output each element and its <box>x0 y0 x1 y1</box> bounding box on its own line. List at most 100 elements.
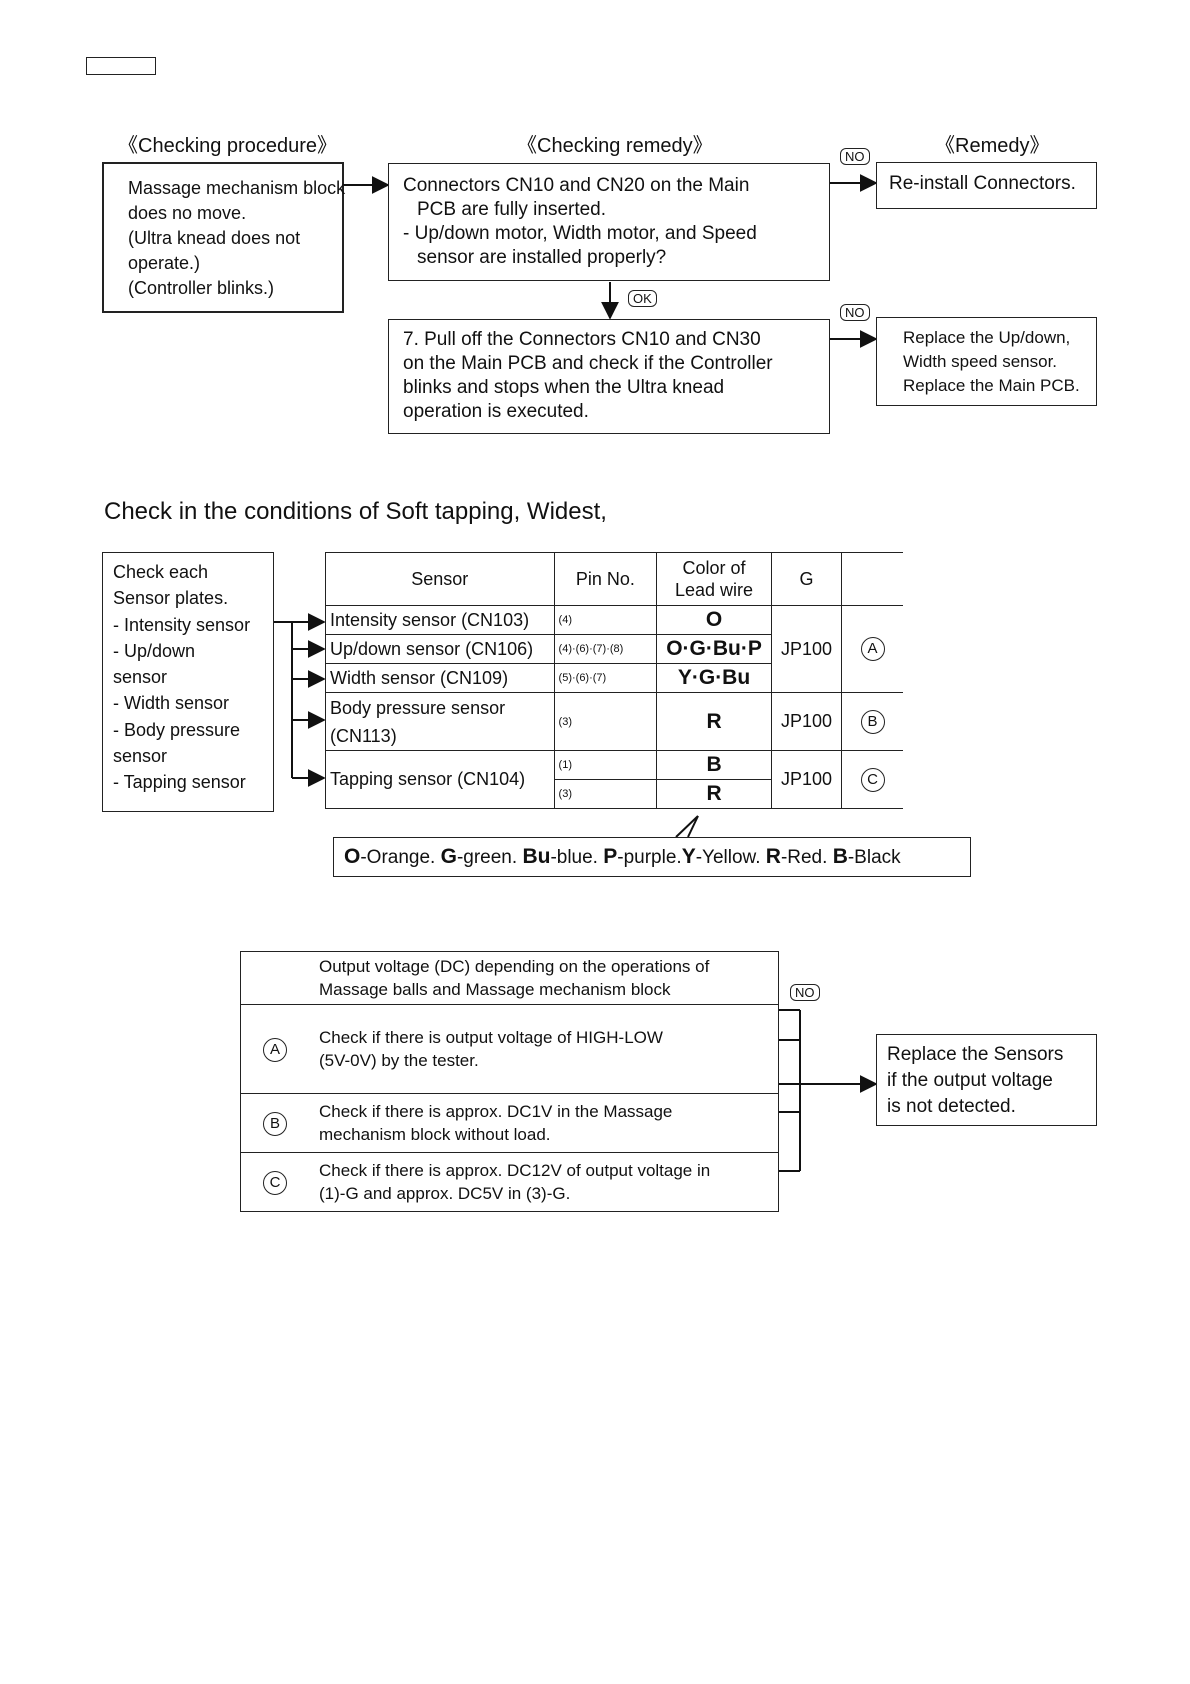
procedure-box: Massage mechanism block does no move. (U… <box>102 162 346 313</box>
row-text-line: (1)-G and approx. DC5V in (3)-G. <box>319 1184 571 1203</box>
header-remedy: 《Remedy》 <box>935 135 1050 157</box>
row-text: Check if there is approx. DC12V of outpu… <box>309 1152 779 1212</box>
group-mark: A <box>841 605 903 693</box>
row-text-line: Check if there is approx. DC1V in the Ma… <box>319 1102 673 1121</box>
pin-no: (5)·(6)·(7) <box>553 663 658 693</box>
output-voltage-table: Output voltage (DC) depending on the ope… <box>240 951 779 1212</box>
sensor-check-line: - Body pressure <box>113 719 241 740</box>
remedy2-line: Width speed sensor. <box>903 352 1058 371</box>
row-text-line: (5V-0V) by the tester. <box>319 1051 479 1070</box>
table-row: A Check if there is output voltage of HI… <box>240 1004 779 1094</box>
row-mark-c: C <box>263 1170 287 1195</box>
check1-line: sensor are installed properly? <box>417 247 667 268</box>
legend-key: G <box>440 845 457 868</box>
check1-line: - Up/down motor, Width motor, and Speed <box>403 223 757 244</box>
legend-value: -blue. <box>550 847 604 868</box>
sensor-name: Up/down sensor (CN106) <box>325 634 555 664</box>
row-text: Check if there is output voltage of HIGH… <box>309 1004 779 1094</box>
remedy2-line: Replace the Up/down, <box>903 328 1071 347</box>
table-row: Up/down sensor (CN106) (4)·(6)·(7)·(8) O… <box>325 634 904 664</box>
final-remedy-line: is not detected. <box>887 1096 1016 1117</box>
sensor-check-box: Check each Sensor plates. - Intensity se… <box>102 552 274 812</box>
remedy2-line: Replace the Main PCB. <box>903 376 1080 395</box>
check-remedy-box-2: 7. Pull off the Connectors CN10 and CN30… <box>388 319 830 434</box>
procedure-line: Massage mechanism block <box>128 178 346 198</box>
procedure-line: (Controller blinks.) <box>128 278 275 298</box>
check2-line: on the Main PCB and check if the Control… <box>403 353 773 374</box>
output-header-line: Massage balls and Massage mechanism bloc… <box>319 980 671 999</box>
sensor-name: Intensity sensor (CN103) <box>325 605 555 635</box>
group-mark-c: C <box>860 767 885 792</box>
lead-color: R <box>656 779 772 809</box>
legend-key: Y <box>681 845 696 868</box>
sensor-table-header: Sensor Pin No. Color of Lead wire G <box>325 552 903 606</box>
check1-line: Connectors CN10 and CN20 on the Main <box>403 175 750 196</box>
sensor-name: Width sensor (CN109) <box>325 663 555 693</box>
legend-key: O <box>344 845 361 868</box>
group-mark: B <box>841 692 903 751</box>
procedure-line: does no move. <box>128 203 247 223</box>
sensor-name: Body pressure sensor (CN113) <box>325 692 555 751</box>
pin-no: (3) <box>553 779 658 809</box>
sensor-name-line: (CN113) <box>330 725 397 746</box>
sensor-check-line: Check each <box>113 562 209 582</box>
sensor-check-line: - Width sensor <box>113 693 230 714</box>
row-mark-a: A <box>263 1037 287 1062</box>
header-mark <box>841 552 903 606</box>
legend-value: -purple. <box>617 847 682 868</box>
table-row: Body pressure sensor (CN113) (3) R JP100… <box>325 692 903 751</box>
check2-line: blinks and stops when the Ultra knead <box>403 377 725 398</box>
no-label: NO <box>840 304 870 321</box>
sensor-check-line: Sensor plates. <box>113 588 229 609</box>
row-text-line: Check if there is approx. DC12V of outpu… <box>319 1161 711 1180</box>
pin-no: (4) <box>553 605 658 635</box>
table-row: (3) R <box>326 779 904 809</box>
row-text-line: Check if there is output voltage of HIGH… <box>319 1028 663 1047</box>
group-mark-a: A <box>860 637 885 661</box>
table-row: B Check if there is approx. DC1V in the … <box>240 1093 779 1153</box>
output-header-row: Output voltage (DC) depending on the ope… <box>240 951 779 1005</box>
pin-no: (1) <box>553 750 658 780</box>
row-mark-b: B <box>263 1111 287 1136</box>
check2-line: 7. Pull off the Connectors CN10 and CN30 <box>403 329 761 350</box>
final-remedy-box: Replace the Sensors if the output voltag… <box>876 1034 1097 1126</box>
legend-key: B <box>832 845 848 868</box>
legend-value: -green. <box>456 847 523 868</box>
table-row: C Check if there is approx. DC12V of out… <box>240 1152 779 1212</box>
no-label: NO <box>790 984 820 1001</box>
lead-color: O·G·Bu·P <box>656 634 772 664</box>
lead-color: B <box>656 750 772 780</box>
output-header-mark <box>240 951 309 1005</box>
sensor-check-line: - Intensity sensor <box>113 614 251 635</box>
header-sensor: Sensor <box>325 552 555 606</box>
row-text-line: mechanism block without load. <box>319 1125 551 1144</box>
g-value: JP100 <box>770 605 843 693</box>
table-row: Tapping sensor (CN104) (1) B JP100 C <box>325 750 903 809</box>
legend-key: Bu <box>522 845 551 868</box>
color-legend: O-Orange. G-green. Bu-blue. P-purple.Y-Y… <box>333 837 971 877</box>
row-text: Check if there is approx. DC1V in the Ma… <box>309 1093 779 1153</box>
header-checking-procedure: 《Checking procedure》 <box>118 135 337 157</box>
header-checking-remedy: 《Checking remedy》 <box>517 135 713 157</box>
sensor-table: Sensor Pin No. Color of Lead wire G Inte… <box>325 552 903 809</box>
sensor-name: Tapping sensor (CN104) <box>325 750 555 809</box>
legend-value: -Yellow. <box>695 847 766 868</box>
lead-color: O <box>656 605 772 635</box>
row-mark: C <box>240 1152 309 1212</box>
conditions-title: Check in the conditions of Soft tapping,… <box>104 498 607 525</box>
header-pin: Pin No. <box>553 552 658 606</box>
group-mark: C <box>841 750 903 809</box>
header-color: Color of Lead wire <box>656 552 772 606</box>
check-remedy-box-1: Connectors CN10 and CN20 on the Main PCB… <box>388 163 830 281</box>
legend-key: P <box>603 845 618 868</box>
sensor-check-line: - Up/down <box>113 640 196 661</box>
no-label: NO <box>840 148 870 165</box>
procedure-line: (Ultra knead does not <box>128 228 301 248</box>
remedy-box-1: Re-install Connectors. <box>876 162 1097 209</box>
procedure-line: operate.) <box>128 253 201 273</box>
ok-label: OK <box>628 290 657 307</box>
g-value: JP100 <box>770 750 843 809</box>
legend-value: -Black <box>847 847 901 868</box>
sensor-name-line: Body pressure sensor <box>330 697 506 718</box>
legend-value: -Red. <box>780 847 833 868</box>
